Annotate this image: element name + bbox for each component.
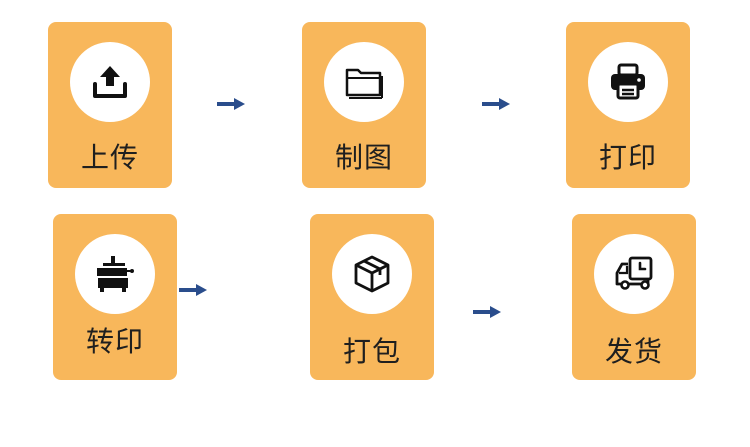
step-card-print: 打印 [566, 22, 690, 188]
step-label: 上传 [80, 141, 139, 174]
icon-circle [75, 234, 155, 314]
icon-circle [588, 42, 668, 122]
step-card-pack: 打包 [310, 214, 434, 380]
step-label: 转印 [85, 325, 144, 358]
printer-icon [611, 63, 645, 100]
icon-circle [324, 42, 404, 122]
step-card-design: 制图 [302, 22, 426, 188]
step-card-ship: 发货 [572, 214, 696, 380]
press-machine-icon [97, 256, 134, 292]
step-label: 打印 [598, 141, 657, 174]
package-box-icon [354, 255, 390, 293]
flow-arrow [482, 98, 510, 110]
icon-circle [332, 234, 412, 314]
step-card-upload: 上传 [48, 22, 172, 188]
step-card-transfer: 转印 [53, 214, 177, 380]
step-label: 发货 [604, 335, 663, 368]
upload-icon [93, 66, 127, 98]
delivery-truck-icon [615, 256, 653, 290]
icon-circle [594, 234, 674, 314]
folder-icon [345, 68, 383, 99]
step-label: 打包 [342, 335, 401, 368]
flow-arrow [179, 284, 207, 296]
icon-circle [70, 42, 150, 122]
flow-arrow [217, 98, 245, 110]
step-label: 制图 [334, 141, 393, 174]
flow-arrow [473, 306, 501, 318]
